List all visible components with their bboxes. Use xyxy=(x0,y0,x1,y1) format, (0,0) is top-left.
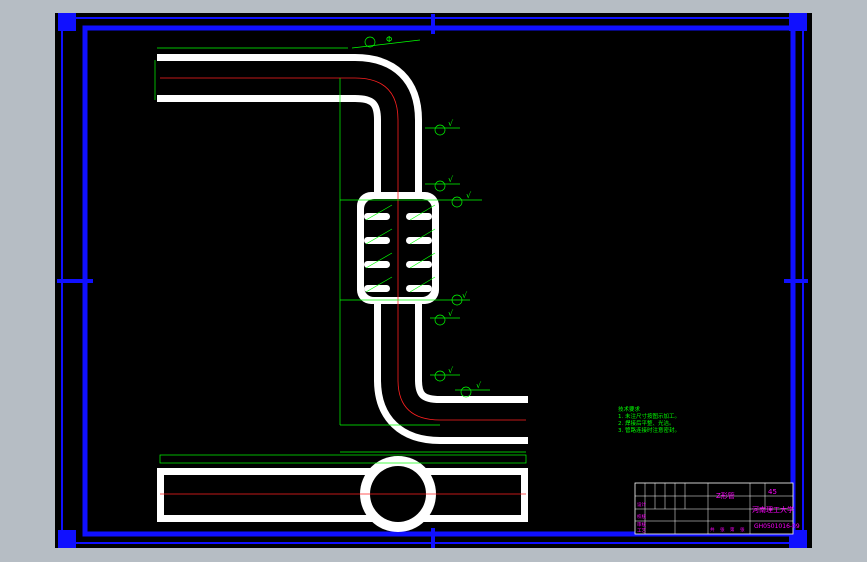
datum-circle xyxy=(451,294,463,306)
tech-item: 1. 未注尺寸按图示加工。 xyxy=(618,412,680,420)
part-name: Z形管 xyxy=(716,491,735,500)
fin-leader xyxy=(365,204,393,221)
leader-line xyxy=(351,39,421,49)
fin xyxy=(364,237,390,244)
datum-circle xyxy=(434,180,446,192)
title-block-frame xyxy=(634,482,794,535)
pipe-centerline xyxy=(160,77,526,421)
fin-leader xyxy=(409,276,436,293)
fin xyxy=(364,213,390,220)
fin xyxy=(406,285,432,292)
fin xyxy=(364,285,390,292)
footer-label: 第 xyxy=(730,526,735,533)
pipe-bottom-view[interactable] xyxy=(157,454,528,532)
z-pipe-part[interactable] xyxy=(157,54,528,444)
datum-circle xyxy=(460,386,472,398)
fin-leader xyxy=(409,204,436,221)
corner-marker-tr xyxy=(789,13,807,31)
fin xyxy=(406,237,432,244)
dimension-lines xyxy=(154,36,526,453)
design-row-label: 工艺 xyxy=(637,528,646,534)
corner-markers xyxy=(57,13,808,548)
title-block-text: Z形管 45 河南理工大学 GH0501016-09 设计 校核 审核 工艺 共… xyxy=(637,488,800,534)
center-mark-top xyxy=(431,14,435,34)
footer-label: 张 xyxy=(720,526,725,533)
datum-circle xyxy=(434,314,446,326)
fin xyxy=(406,261,432,268)
fin-leader xyxy=(409,228,436,245)
roughness-icon: √ xyxy=(448,175,454,184)
center-mark-right xyxy=(784,279,808,283)
design-row-label: 审核 xyxy=(637,521,646,528)
roughness-icon: √ xyxy=(448,119,454,128)
roughness-icon: √ xyxy=(448,309,454,318)
fin-leader xyxy=(409,252,436,269)
corner-marker-bl xyxy=(58,530,76,548)
center-mark-left xyxy=(57,279,93,283)
roughness-symbols: √ √ √ √ √ √ √ xyxy=(448,119,482,390)
design-row-label: 设计 xyxy=(637,501,646,508)
tech-title: 技术要求 xyxy=(618,405,641,413)
datum-circle xyxy=(434,124,446,136)
bottom-pipe-bore xyxy=(164,475,521,515)
corner-marker-br xyxy=(789,530,807,548)
datum-circle xyxy=(451,196,463,208)
roughness-icon: √ xyxy=(466,191,472,200)
fin-leader xyxy=(365,276,393,293)
footer-label: 张 xyxy=(740,526,745,533)
roughness-icon: √ xyxy=(476,381,482,390)
top-dim-label: Φ xyxy=(386,35,392,44)
company-name: 河南理工大学 xyxy=(752,505,794,514)
fin xyxy=(406,213,432,220)
tech-requirements: 技术要求 1. 未注尺寸按图示加工。 2. 焊接后平整、光洁。 3. 管路连接时… xyxy=(618,405,680,434)
datum-circle xyxy=(434,370,446,382)
tech-item: 2. 焊接后平整、光洁。 xyxy=(618,419,675,427)
footer-label: 共 xyxy=(710,526,715,533)
design-row-label: 校核 xyxy=(637,513,646,520)
roughness-icon: √ xyxy=(462,291,468,300)
roughness-icon: √ xyxy=(448,366,454,375)
material-code: 45 xyxy=(768,488,777,496)
datum-circle xyxy=(364,36,376,48)
fin-leader xyxy=(365,228,393,245)
fin xyxy=(364,261,390,268)
fin-leader xyxy=(365,252,393,269)
bottom-outline-dim xyxy=(159,454,527,464)
drawing-number: GH0501016-09 xyxy=(754,523,800,530)
tech-item: 3. 管路连接时注意密封。 xyxy=(618,426,680,434)
title-block[interactable]: Z形管 45 河南理工大学 GH0501016-09 设计 校核 审核 工艺 共… xyxy=(634,482,800,535)
center-mark-bottom xyxy=(431,528,435,548)
corner-marker-tl xyxy=(58,13,76,31)
title-grid xyxy=(635,483,793,534)
